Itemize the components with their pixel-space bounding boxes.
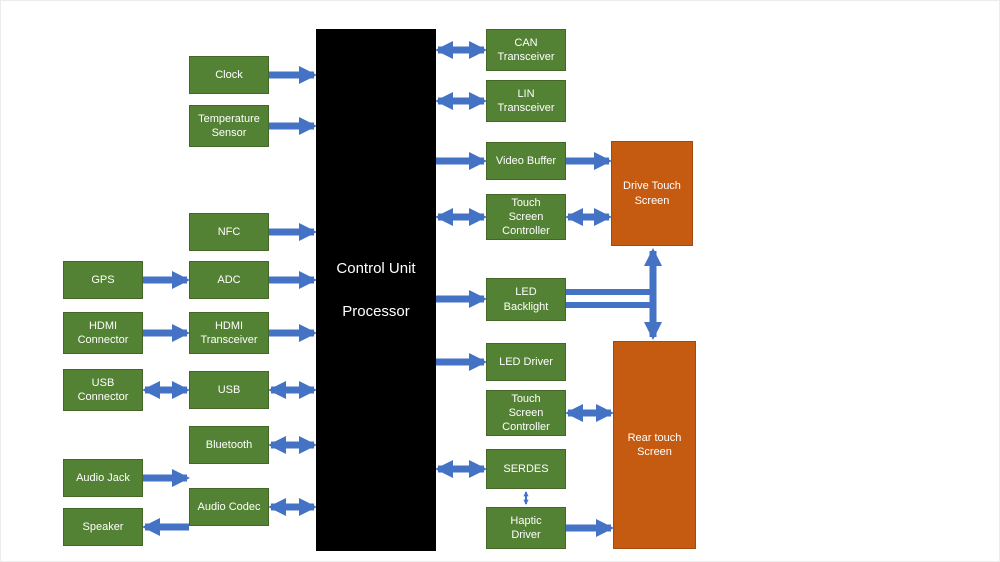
block-drive-touch-screen: Drive Touch Screen [611, 141, 693, 246]
block-can-transceiver: CAN Transceiver [486, 29, 566, 71]
block-gps: GPS [63, 261, 143, 299]
block-hdmi-connector: HDMI Connector [63, 312, 143, 354]
block-audio-codec: Audio Codec [189, 488, 269, 526]
block-touch-screen-controller-rear: Touch Screen Controller [486, 390, 566, 436]
block-control-unit-processor: Control Unit Processor [316, 29, 436, 551]
block-speaker: Speaker [63, 508, 143, 546]
block-haptic-driver: Haptic Driver [486, 507, 566, 549]
block-bluetooth: Bluetooth [189, 426, 269, 464]
block-audio-jack: Audio Jack [63, 459, 143, 497]
block-hdmi-transceiver: HDMI Transceiver [189, 312, 269, 354]
cpu-label-line1: Control Unit [336, 260, 416, 277]
block-lin-transceiver: LIN Transceiver [486, 80, 566, 122]
block-touch-screen-controller-front: Touch Screen Controller [486, 194, 566, 240]
block-led-backlight: LED Backlight [486, 278, 566, 321]
block-video-buffer: Video Buffer [486, 142, 566, 180]
block-usb: USB [189, 371, 269, 409]
block-serdes: SERDES [486, 449, 566, 489]
block-led-driver: LED Driver [486, 343, 566, 381]
block-rear-touch-screen: Rear touch Screen [613, 341, 696, 549]
block-temperature-sensor: Temperature Sensor [189, 105, 269, 147]
block-nfc: NFC [189, 213, 269, 251]
block-adc: ADC [189, 261, 269, 299]
block-clock: Clock [189, 56, 269, 94]
cpu-label-line2: Processor [342, 303, 410, 320]
block-usb-connector: USB Connector [63, 369, 143, 411]
